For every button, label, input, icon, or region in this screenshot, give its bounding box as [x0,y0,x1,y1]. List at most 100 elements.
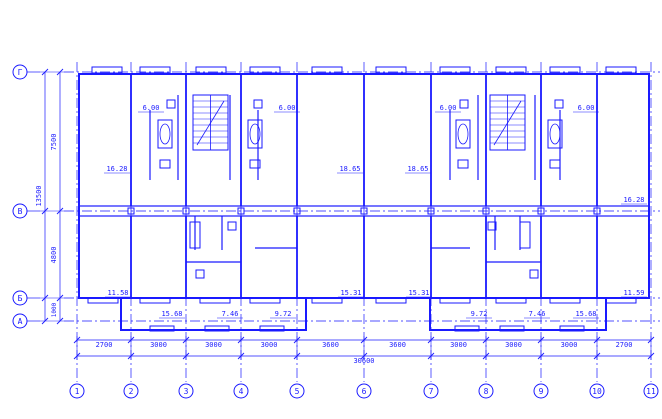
toilet [195,269,205,279]
window [311,297,343,304]
vertical-dimension: 1000 [51,302,58,317]
toilet [549,159,561,169]
room-area: 6.00 [143,104,160,112]
window [311,66,343,74]
column-axis-marker [69,383,85,399]
window [249,66,281,74]
room-area: 9.72 [471,310,488,318]
bay-dimension: 3600 [389,341,406,349]
column-axis-marker [589,383,605,399]
bathtub [519,221,531,249]
column-axis-marker [533,383,549,399]
room-area: 6.00 [279,104,296,112]
window [195,66,227,74]
bathtub [247,119,263,149]
window [139,66,171,74]
bay-dimension: 3000 [450,341,467,349]
column-axis-marker [178,383,194,399]
column-axis-label: 2 [129,387,134,396]
column-axis-label: 1 [75,387,80,396]
column-axis-marker [289,383,305,399]
room-area: 11.59 [623,289,644,297]
window [499,325,525,332]
room-area: 7.46 [222,310,239,318]
window [559,325,585,332]
column-axis-label: 5 [295,387,300,396]
column-axis-label: 10 [592,387,602,396]
room-area: 15.68 [161,310,182,318]
toilet [529,269,539,279]
sink [166,99,176,109]
window [605,66,637,74]
stair-arrow [196,100,225,146]
column-axis-marker [423,383,439,399]
bay-dimension: 3600 [322,341,339,349]
room-area: 18.65 [339,165,360,173]
room-area: 7.46 [529,310,546,318]
window [259,325,285,332]
sink [554,99,564,109]
column-axis-label: 9 [539,387,544,396]
bay-dimension: 3000 [561,341,578,349]
vertical-dimension: 7500 [50,134,58,151]
row-axis-label: Б [18,294,23,303]
window [454,325,480,332]
window [495,66,527,74]
toilet [159,159,171,169]
row-axis-label: В [18,207,23,216]
bathtub [157,119,173,149]
vertical-dimension: 4800 [50,247,58,264]
window [91,66,123,74]
sanitary-fixtures [157,99,564,279]
stair-arrow [493,100,522,146]
room-area: 15.31 [408,289,429,297]
window [549,66,581,74]
column-axis-marker [123,383,139,399]
toilet [487,221,497,231]
room-area: 6.00 [578,104,595,112]
room-area: 11.58 [107,289,128,297]
room-area: 16.28 [623,196,644,204]
bay-dimension: 3000 [205,341,222,349]
room-area: 15.68 [575,310,596,318]
row-axis-label: А [18,317,23,326]
sink [253,99,263,109]
sink [459,99,469,109]
toilet [227,221,237,231]
stairwells [192,94,526,151]
toilet [249,159,261,169]
room-area: 16.28 [106,165,127,173]
column-axis-marker [233,383,249,399]
bay-dimension: 3000 [261,341,278,349]
bay-dimension: 3000 [150,341,167,349]
column-axis-label: 7 [429,387,434,396]
windows [87,66,637,332]
bathtub [547,119,563,149]
column-axis-label: 11 [646,387,656,396]
axis-gridlines [64,62,660,382]
bay-dimension: 3000 [505,341,522,349]
bay-dimension: 2700 [616,341,633,349]
axis-markers: Г В Б А 1 2 3 4 5 6 7 8 9 10 11 [12,64,659,399]
window [375,66,407,74]
window [204,325,230,332]
window [149,325,175,332]
toilet [457,159,469,169]
column-axis-label: 4 [239,387,244,396]
column-axis-marker [643,383,659,399]
row-axis-label: Г [18,68,23,77]
total-length: 30600 [353,357,374,365]
window [605,297,637,304]
vertical-dimension: 13500 [35,185,43,206]
room-area: 15.31 [340,289,361,297]
column-axis-label: 6 [362,387,367,396]
column-axis-label: 3 [184,387,189,396]
room-area: 18.65 [407,165,428,173]
bathtub [455,119,471,149]
column-axis-label: 8 [484,387,489,396]
bathtub [189,221,201,249]
bay-protrusion [120,298,607,331]
